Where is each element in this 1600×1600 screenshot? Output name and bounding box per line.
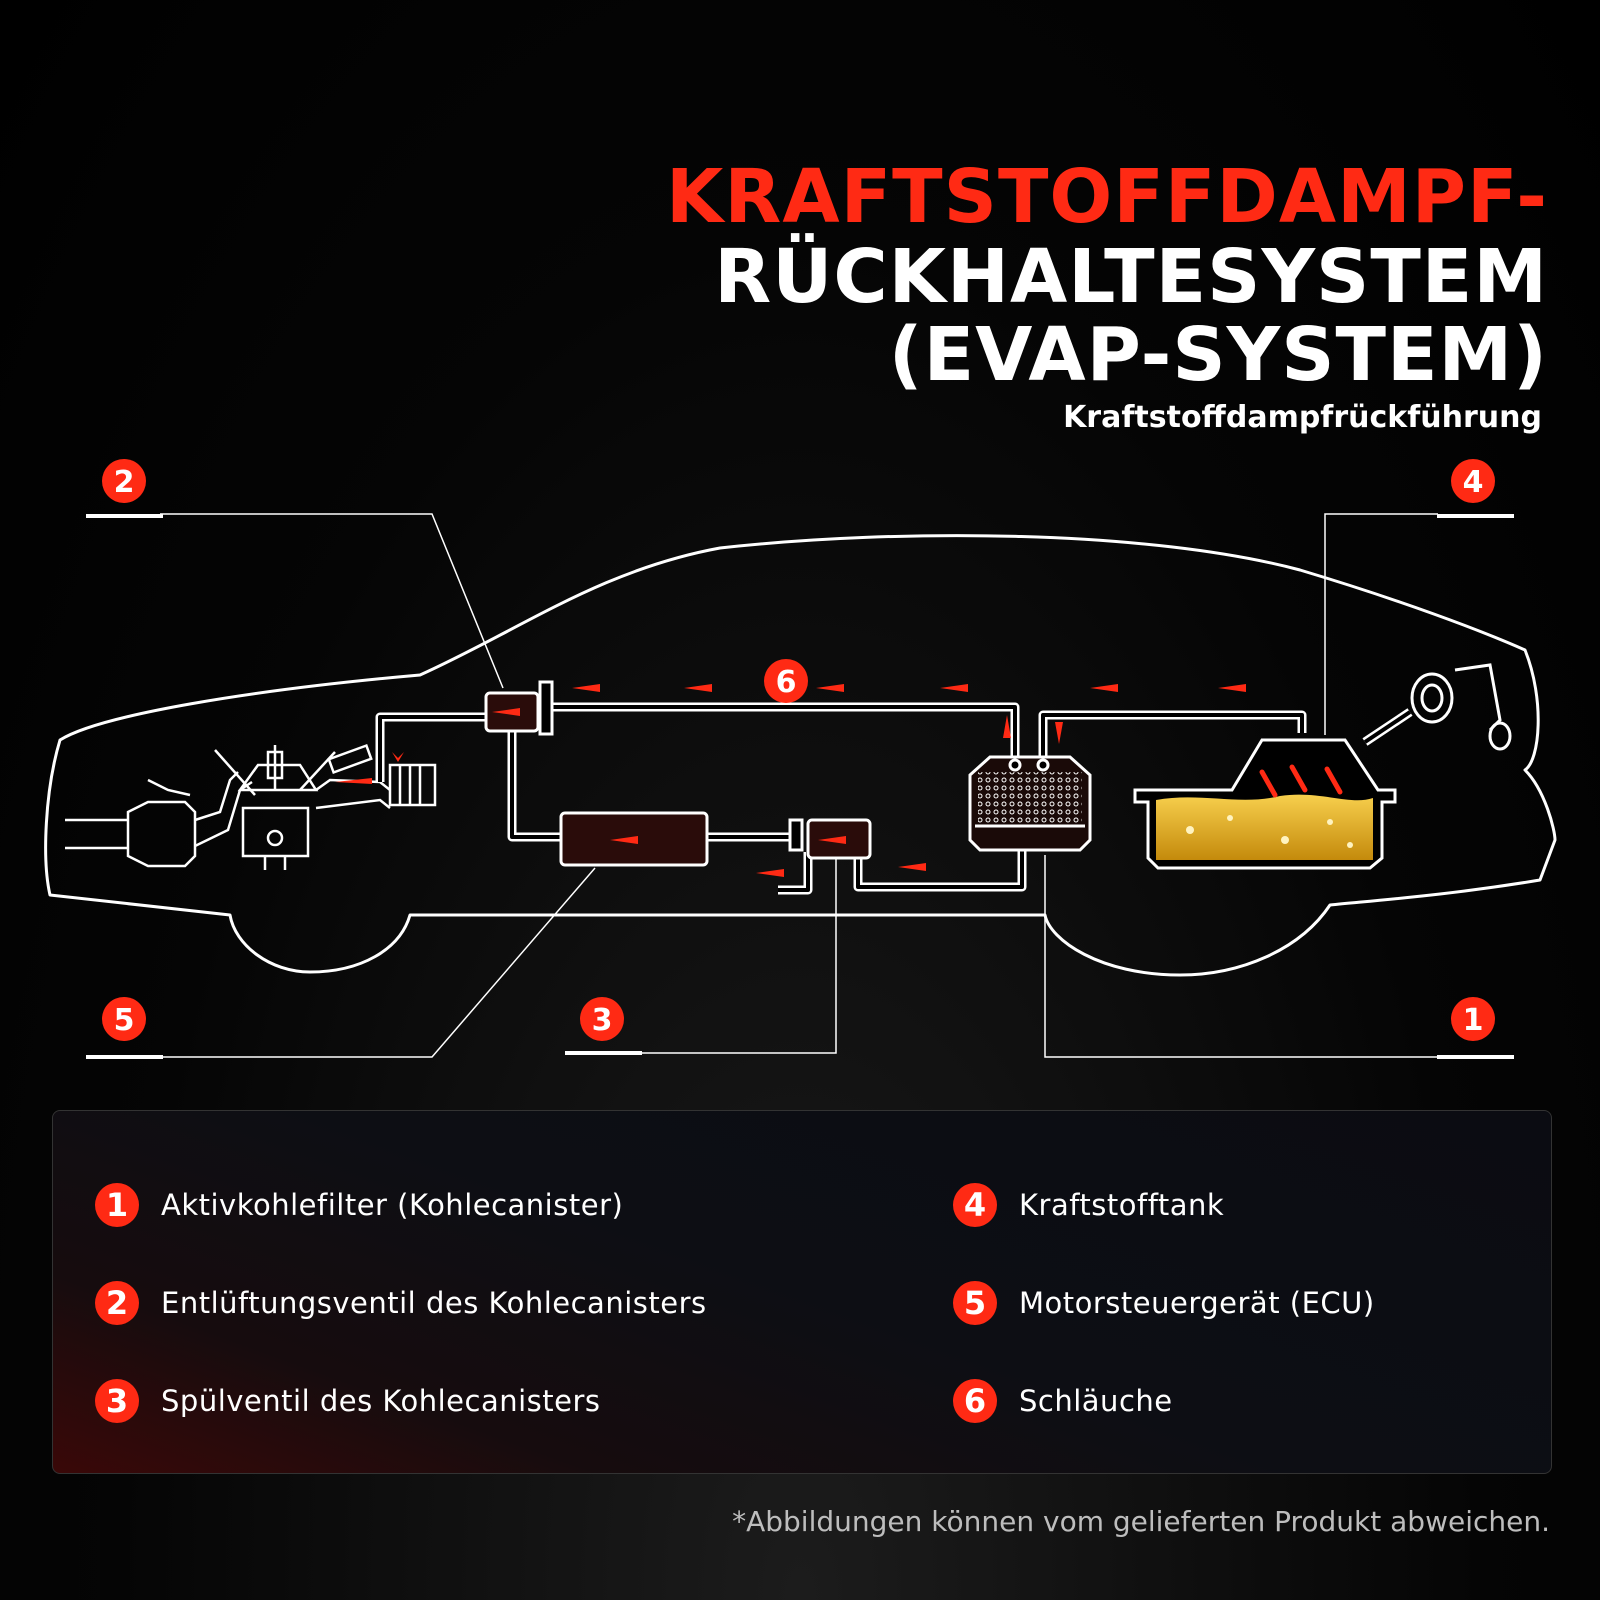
callout-5-label: 5: [114, 1003, 135, 1038]
legend-label-4: Kraftstofftank: [1019, 1188, 1225, 1222]
legend-badge-3: 3: [95, 1379, 139, 1423]
charcoal-canister: [968, 755, 1092, 852]
engine: [214, 743, 437, 870]
legend-item-5: 5 Motorsteuergerät (ECU): [953, 1281, 1375, 1325]
callout-1-label: 1: [1463, 1003, 1484, 1038]
leader-lines: [160, 513, 1438, 1058]
callout-3-label: 3: [592, 1003, 613, 1038]
legend-badge-5: 5: [953, 1281, 997, 1325]
callout-badge-1: 1: [1451, 997, 1495, 1041]
callout-badge-2: 2: [102, 459, 146, 503]
legend-item-4: 4 Kraftstofftank: [953, 1183, 1224, 1227]
callout-4-label: 4: [1463, 465, 1484, 500]
flow-arrows: [492, 684, 1246, 877]
title-line-1: KRAFTSTOFFDAMPF-: [666, 154, 1548, 240]
callout-badge-6: 6: [764, 659, 808, 703]
callout-underlines: [86, 514, 1514, 1059]
legend-label-6: Schläuche: [1019, 1384, 1173, 1418]
fuel-filler: [1410, 663, 1512, 751]
callout-badge-4: 4: [1451, 459, 1495, 503]
hoses-inner: [378, 705, 1412, 892]
callout-badge-3: 3: [580, 997, 624, 1041]
legend-item-3: 3 Spülventil des Kohlecanisters: [95, 1379, 601, 1423]
legend-label-1: Aktivkohlefilter (Kohlecanister): [161, 1188, 624, 1222]
legend-label-3: Spülventil des Kohlecanisters: [161, 1384, 601, 1418]
disclaimer: *Abbildungen können vom gelieferten Prod…: [732, 1505, 1550, 1538]
legend-badge-1: 1: [95, 1183, 139, 1227]
title-line-3: (EVAP-SYSTEM): [888, 312, 1548, 398]
engine-flow-arrows: [335, 738, 404, 784]
legend-badge-6: 6: [953, 1379, 997, 1423]
title-line-2: RÜCKHALTESYSTEM: [714, 234, 1548, 320]
fuel-tank: [1133, 738, 1397, 870]
callout-6-label: 6: [776, 665, 797, 700]
legend-label-2: Entlüftungsventil des Kohlecanisters: [161, 1286, 707, 1320]
car-outline: [44, 534, 1557, 977]
legend-item-6: 6 Schläuche: [953, 1379, 1173, 1423]
legend-badge-2: 2: [95, 1281, 139, 1325]
callout-badge-5: 5: [102, 997, 146, 1041]
legend-item-1: 1 Aktivkohlefilter (Kohlecanister): [95, 1183, 623, 1227]
exhaust-system: [65, 771, 253, 868]
fuel-vapor-arrows: [1259, 764, 1343, 798]
legend-panel: 1 Aktivkohlefilter (Kohlecanister) 2 Ent…: [52, 1110, 1552, 1474]
legend-label-5: Motorsteuergerät (ECU): [1019, 1286, 1375, 1320]
subtitle: Kraftstoffdampfrückführung: [1063, 400, 1542, 435]
legend-item-2: 2 Entlüftungsventil des Kohlecanisters: [95, 1281, 707, 1325]
legend-badge-4: 4: [953, 1183, 997, 1227]
vent-valve: [484, 680, 554, 736]
callout-2-label: 2: [114, 465, 135, 500]
